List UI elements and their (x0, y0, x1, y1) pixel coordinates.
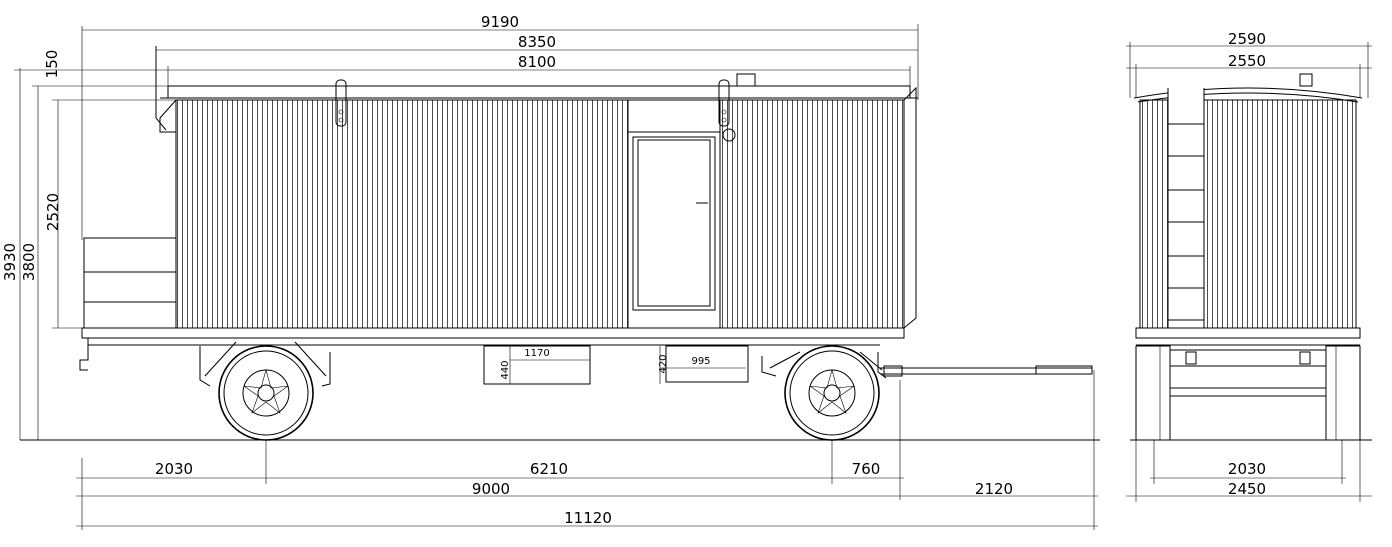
dim-end-roof-width: 2590 (1228, 30, 1266, 48)
dim-end-track-width: 2030 (1228, 460, 1266, 478)
end-roof (1133, 87, 1363, 99)
side-view: 9190 8350 8100 3930 3800 150 2520 1170 4… (1, 13, 1100, 530)
dim-body-height: 2520 (44, 193, 62, 231)
end-dimension-lines (1126, 42, 1372, 502)
dim-front-overhang: 2030 (155, 460, 193, 478)
rear-wheel (761, 345, 887, 441)
dim-wheelbase: 6210 (530, 460, 568, 478)
chassis (79, 327, 905, 385)
dim-height-total: 3930 (1, 243, 19, 281)
dim-roof-length: 8350 (518, 33, 556, 51)
steps (83, 237, 177, 329)
door (632, 128, 736, 311)
dim-body-length: 8100 (518, 53, 556, 71)
dim-chassis-length: 9000 (472, 480, 510, 498)
dim-end-body-width: 2550 (1228, 52, 1266, 70)
dim-height-body-top: 3800 (20, 243, 38, 281)
end-chassis (1135, 327, 1361, 441)
ladder (1167, 88, 1205, 328)
drawbar (880, 365, 1093, 377)
dim-rear-overhang: 760 (852, 460, 881, 478)
dim-box-right-height: 420 (658, 354, 669, 373)
dim-box-left-height: 440 (500, 360, 511, 379)
dim-roof-offset: 150 (43, 50, 61, 79)
end-view: 2590 2550 2030 2450 (1126, 30, 1372, 502)
roof (160, 73, 918, 99)
dim-end-overall-width: 2450 (1228, 480, 1266, 498)
wagon-body (155, 46, 917, 329)
dim-box-right-width: 995 (691, 356, 710, 367)
dim-box-left-width: 1170 (524, 348, 549, 359)
front-wheel (199, 341, 331, 441)
lifting-eyes (335, 79, 730, 127)
dim-overall-top: 9190 (481, 13, 519, 31)
dim-drawbar-length: 2120 (975, 480, 1013, 498)
dim-overall-length: 11120 (564, 509, 612, 527)
side-dimension-lines (14, 24, 1098, 530)
